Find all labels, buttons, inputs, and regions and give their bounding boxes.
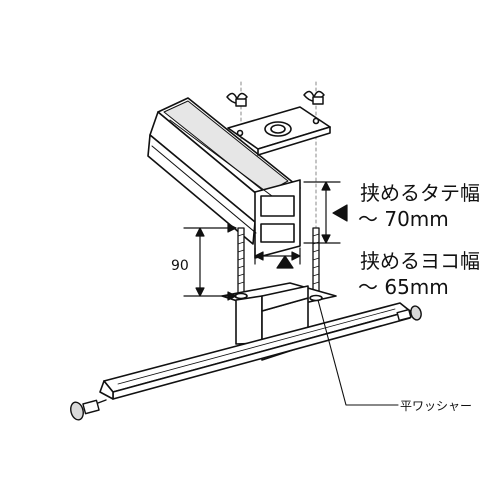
- clamp-height-label: 挟めるタテ幅: [360, 181, 480, 205]
- square-rail: [147, 97, 301, 259]
- base-bar: [99, 302, 411, 400]
- thumb-screw-left-icon: [70, 399, 107, 421]
- clamp-width-label: 挟めるヨコ幅: [360, 249, 480, 273]
- wing-nut-right-icon: [303, 90, 325, 105]
- washer-leader-line: [317, 299, 399, 406]
- clamp-height-value: ～ 70mm: [358, 207, 449, 231]
- clamp-width-arrows: [254, 247, 301, 269]
- thumb-screw-right-icon: [396, 305, 422, 322]
- flat-washer-label: 平ワッシャー: [400, 399, 473, 413]
- dimension-90-lines: [183, 223, 237, 301]
- dimension-90-label: 90: [171, 258, 189, 274]
- clamp-width-value: ～ 65mm: [358, 275, 449, 299]
- wing-nut-left-icon: [226, 92, 248, 107]
- top-bracket-plate: [227, 106, 331, 156]
- clamp-height-arrows: [303, 181, 348, 244]
